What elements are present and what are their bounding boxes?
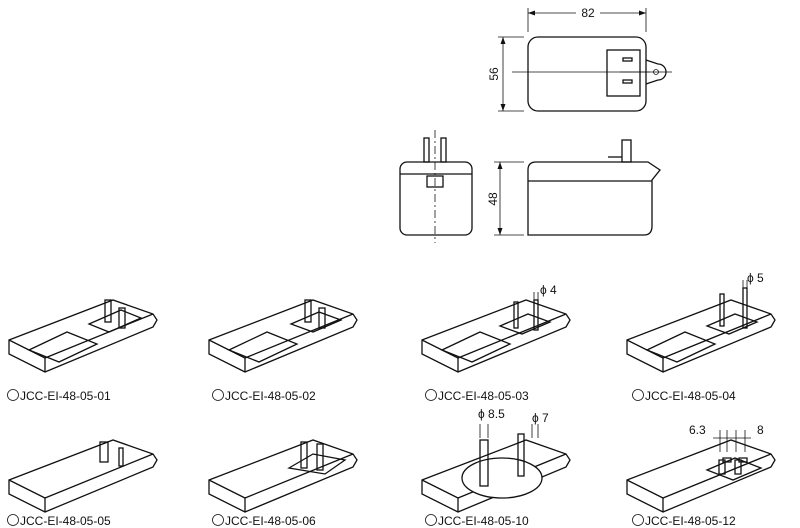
caption-marker <box>7 389 19 401</box>
pin-right <box>517 433 525 477</box>
top-view-outline <box>527 36 647 112</box>
label-area <box>227 331 299 363</box>
caption-marker <box>212 389 224 401</box>
blade-width-label: 6.3 <box>689 423 706 437</box>
width-dimension-label: 82 <box>581 6 595 20</box>
side-view: 48 <box>486 139 661 236</box>
adapter-body <box>8 439 158 513</box>
caption-marker <box>632 389 644 401</box>
front-blade-left <box>423 137 430 163</box>
blade-left <box>304 299 312 323</box>
height-dimension-label: 48 <box>486 192 500 206</box>
pin-left <box>719 293 725 327</box>
pin-diameter-label: ϕ 4 <box>540 283 557 297</box>
caption-marker <box>212 514 224 526</box>
front-view-outline <box>399 161 473 236</box>
socket-outline <box>606 49 641 97</box>
caption-marker <box>425 514 437 526</box>
model-label: JCC-EI-48-05-10 <box>438 514 529 528</box>
pin-left <box>479 439 489 487</box>
variant-02 <box>208 299 358 373</box>
adapter-body <box>8 299 158 373</box>
front-socket-mark <box>426 175 444 188</box>
variant-01 <box>8 299 158 373</box>
model-label: JCC-EI-48-05-12 <box>645 514 736 528</box>
variant-03: ϕ 4 <box>421 283 571 373</box>
front-blade-right <box>440 137 447 163</box>
adapter-body <box>421 299 571 373</box>
blade-left <box>718 457 732 475</box>
plug-base <box>87 309 143 333</box>
pin-right <box>533 299 539 331</box>
model-label: JCC-EI-48-05-03 <box>438 389 529 403</box>
socket-slot-upper <box>622 57 633 62</box>
front-view <box>399 130 473 243</box>
adapter-body <box>626 439 776 513</box>
label-area <box>27 331 99 363</box>
plug-base <box>287 453 347 475</box>
top-view: 82 56 <box>487 5 672 112</box>
socket-slot-lower <box>622 79 633 84</box>
blade-right <box>318 307 326 329</box>
blade-right <box>118 307 126 329</box>
label-area <box>645 331 717 363</box>
pin-right <box>742 287 748 329</box>
adapter-body <box>208 299 358 373</box>
adapter-body <box>208 439 358 513</box>
captions: JCC-EI-48-05-01 JCC-EI-48-05-02 JCC-EI-4… <box>7 389 736 528</box>
label-area <box>440 331 512 363</box>
model-label: JCC-EI-48-05-06 <box>225 514 316 528</box>
variant-04: ϕ 5 <box>626 271 776 373</box>
model-label: JCC-EI-48-05-04 <box>645 389 736 403</box>
variant-12: 6.3 8 <box>626 423 776 513</box>
plug-base <box>289 311 343 333</box>
pin-diameter-label-right: ϕ 7 <box>532 411 549 425</box>
pin-left <box>513 301 519 329</box>
blade-right <box>316 443 324 471</box>
model-label: JCC-EI-48-05-05 <box>20 514 111 528</box>
blade-right <box>118 447 124 467</box>
pin-diameter-label: ϕ 5 <box>747 271 764 285</box>
variant-10: ϕ 8.5 ϕ 7 <box>421 407 571 513</box>
plug-base <box>705 313 759 335</box>
caption-marker <box>632 514 644 526</box>
model-label: JCC-EI-48-05-02 <box>225 389 316 403</box>
width-label-bg <box>576 5 600 19</box>
blade-left <box>104 299 112 323</box>
blade-left <box>99 441 109 463</box>
variant-05 <box>8 439 158 513</box>
length-dimension-label: 56 <box>487 67 501 81</box>
blade-right <box>734 457 748 475</box>
caption-marker <box>7 514 19 526</box>
blade-spacing-label: 8 <box>757 423 764 437</box>
side-view-outline <box>527 161 661 236</box>
caption-marker <box>425 389 437 401</box>
model-label: JCC-EI-48-05-01 <box>20 389 111 403</box>
adapter-body <box>626 299 776 373</box>
pin-diameter-label-left: ϕ 8.5 <box>478 407 505 421</box>
variant-06 <box>208 439 358 513</box>
plug-base <box>498 313 552 335</box>
blade-left <box>300 441 308 469</box>
round-plug-base <box>461 457 543 499</box>
side-blade <box>621 139 632 163</box>
